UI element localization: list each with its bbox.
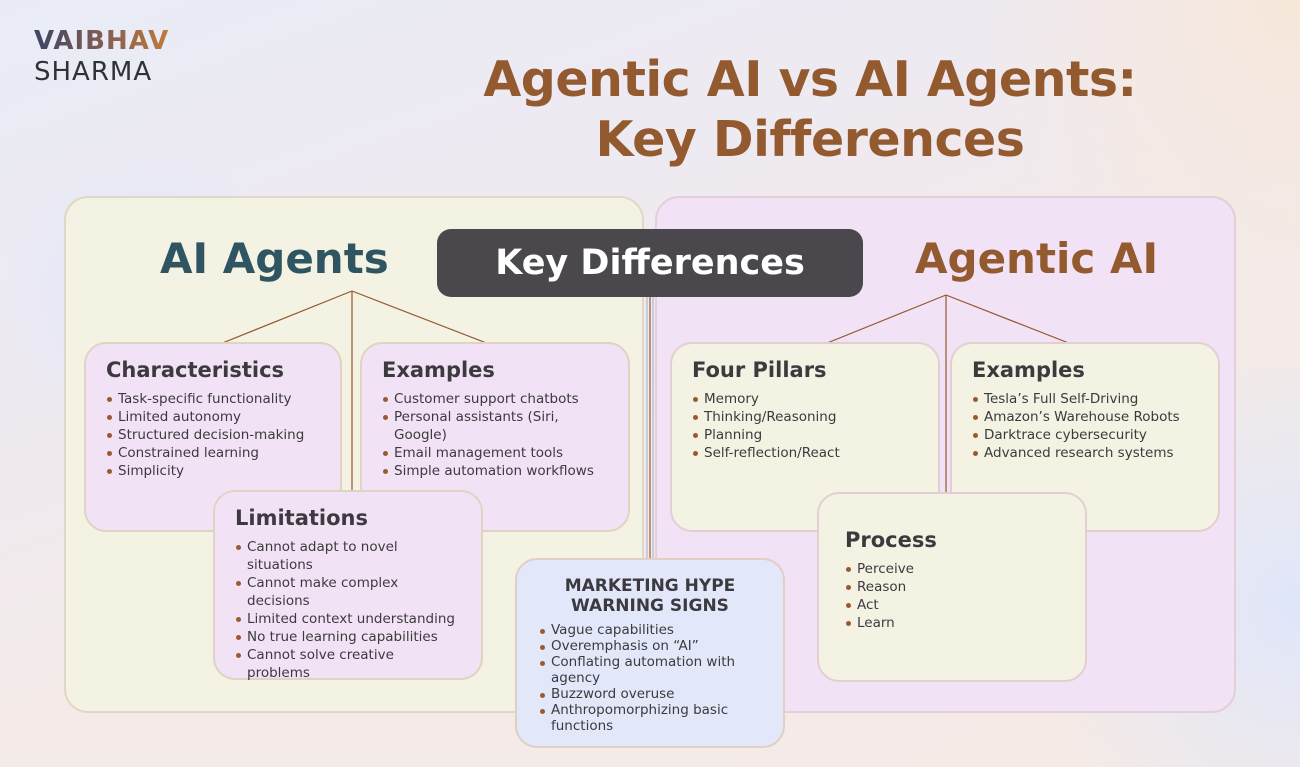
list-item: Overemphasis on “AI”	[539, 638, 761, 654]
list-item: Simplicity	[106, 462, 320, 480]
list-item: Advanced research systems	[972, 444, 1198, 462]
list-item: Cannot solve creative problems	[235, 646, 461, 682]
list-item: Amazon’s Warehouse Robots	[972, 408, 1198, 426]
list-item: Cannot adapt to novel situations	[235, 538, 461, 574]
card-title: MARKETING HYPE WARNING SIGNS	[539, 576, 761, 616]
list-item: Structured decision-making	[106, 426, 320, 444]
list-item: Thinking/Reasoning	[692, 408, 918, 426]
card-title: Examples	[382, 358, 495, 382]
four-pillars-card: Four Pillars Memory Thinking/Reasoning P…	[670, 342, 940, 532]
title-line-1: MARKETING HYPE	[564, 576, 736, 596]
list-item: Customer support chatbots	[382, 390, 608, 408]
marketing-hype-card: MARKETING HYPE WARNING SIGNS Vague capab…	[515, 558, 785, 748]
characteristics-card: Characteristics Task-specific functional…	[84, 342, 342, 532]
list-item: Limited context understanding	[235, 610, 461, 628]
list-item: Act	[845, 596, 1065, 614]
list-item: Constrained learning	[106, 444, 320, 462]
key-differences-badge: Key Differences	[437, 229, 863, 297]
process-list: Perceive Reason Act Learn	[845, 560, 1065, 632]
list-item: Memory	[692, 390, 918, 408]
examples-list: Tesla’s Full Self-Driving Amazon’s Wareh…	[972, 390, 1198, 462]
card-title: Limitations	[235, 506, 368, 530]
process-card: Process Perceive Reason Act Learn	[817, 492, 1087, 682]
agentic-ai-heading: Agentic AI	[915, 234, 1159, 283]
characteristics-list: Task-specific functionality Limited auto…	[106, 390, 320, 480]
list-item: Task-specific functionality	[106, 390, 320, 408]
limitations-card: Limitations Cannot adapt to novel situat…	[213, 490, 483, 682]
card-title: Process	[845, 528, 937, 552]
four-pillars-list: Memory Thinking/Reasoning Planning Self-…	[692, 390, 918, 462]
brand-logo: VAIBHAV SHARMA	[34, 26, 169, 88]
arrow-to-characteristics	[195, 290, 353, 355]
list-item: Vague capabilities	[539, 622, 761, 638]
warning-signs-list: Vague capabilities Overemphasis on “AI” …	[539, 622, 761, 734]
list-item: Cannot make complex decisions	[235, 574, 461, 610]
list-item: Planning	[692, 426, 918, 444]
list-item: Self-reflection/React	[692, 444, 918, 462]
title-line-1: Agentic AI vs AI Agents:	[483, 51, 1137, 108]
list-item: Buzzword overuse	[539, 686, 761, 702]
examples-list: Customer support chatbots Personal assis…	[382, 390, 608, 480]
list-item: Conflating automation with agency	[539, 654, 761, 686]
title-line-2: Key Differences	[595, 111, 1025, 168]
list-item: Learn	[845, 614, 1065, 632]
list-item: Personal assistants (Siri, Google)	[382, 408, 608, 444]
list-item: Tesla’s Full Self-Driving	[972, 390, 1198, 408]
list-item: Perceive	[845, 560, 1065, 578]
title-line-2: WARNING SIGNS	[571, 596, 729, 616]
ai-agents-heading: AI Agents	[160, 234, 389, 283]
list-item: No true learning capabilities	[235, 628, 461, 646]
list-item: Darktrace cybersecurity	[972, 426, 1198, 444]
list-item: Email management tools	[382, 444, 608, 462]
list-item: Limited autonomy	[106, 408, 320, 426]
brand-line-1: VAIBHAV	[34, 26, 170, 56]
brand-line-2: SHARMA	[34, 57, 153, 87]
card-title: Examples	[972, 358, 1085, 382]
list-item: Simple automation workflows	[382, 462, 608, 480]
list-item: Anthropomorphizing basic functions	[539, 702, 761, 734]
list-item: Reason	[845, 578, 1065, 596]
card-title: Characteristics	[106, 358, 285, 382]
limitations-list: Cannot adapt to novel situations Cannot …	[235, 538, 461, 682]
card-title: Four Pillars	[692, 358, 827, 382]
page-title: Agentic AI vs AI Agents: Key Differences	[410, 50, 1210, 170]
